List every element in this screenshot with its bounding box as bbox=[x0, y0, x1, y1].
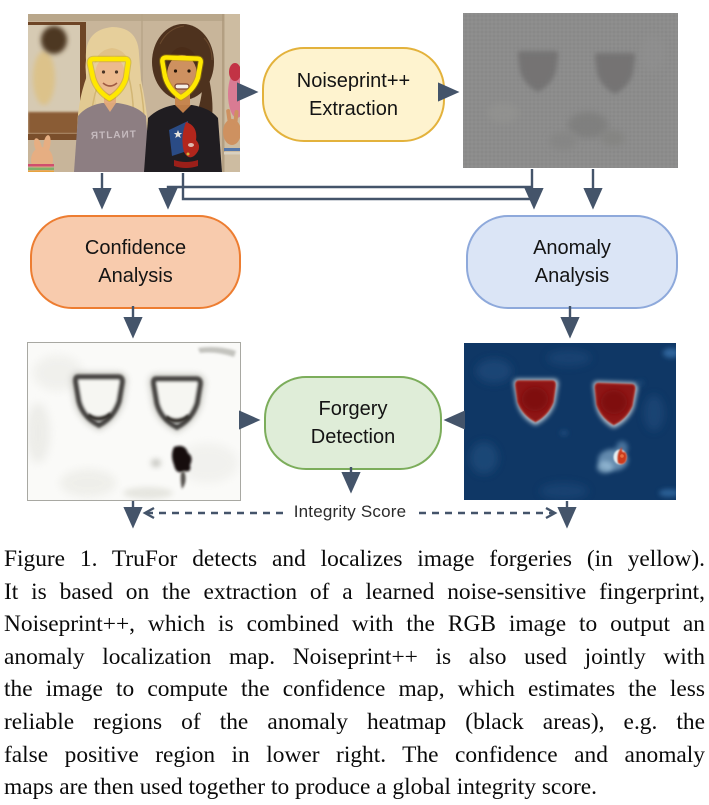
shirt-text: ЯTLAИT bbox=[91, 129, 137, 142]
false-positive-blob bbox=[597, 441, 628, 473]
right-hand bbox=[223, 119, 240, 145]
figure-caption: Figure 1. TruFor detects and localizes i… bbox=[4, 543, 705, 804]
confidence-ring-right bbox=[148, 373, 206, 434]
caption-line: false positive region in lower right. Th… bbox=[4, 741, 705, 768]
node-forgery-detection: Forgery Detection bbox=[264, 376, 442, 470]
node-label-line1: Anomaly bbox=[533, 237, 611, 259]
forgery-outline-left bbox=[86, 55, 132, 102]
integrity-score-label: Integrity Score bbox=[293, 502, 407, 521]
anomaly-blob-right bbox=[593, 381, 638, 429]
noise-face-blob-right bbox=[594, 53, 636, 94]
black-blob bbox=[151, 445, 192, 489]
arrow-photo-to-anomaly bbox=[181, 173, 544, 210]
node-anomaly-analysis: Anomaly Analysis bbox=[466, 215, 678, 309]
anomaly-map bbox=[464, 343, 676, 500]
node-label-line1: Confidence bbox=[84, 237, 187, 259]
node-confidence-analysis: Confidence Analysis bbox=[30, 215, 241, 309]
anomaly-blob-left bbox=[513, 379, 559, 425]
caption-line: maps are then used together to produce a… bbox=[4, 774, 598, 801]
left-woman: ЯTLAИT bbox=[28, 27, 152, 172]
noiseprint-map bbox=[463, 13, 678, 168]
forgery-outline-right bbox=[159, 54, 204, 101]
dashed-arrowhead-right bbox=[545, 506, 558, 520]
right-face bbox=[167, 55, 197, 95]
caption-line: the image to compute the confidence map,… bbox=[4, 676, 705, 703]
node-label-line1: Forgery bbox=[318, 398, 388, 420]
caption-line: It is based on the extraction of a learn… bbox=[4, 578, 705, 605]
node-label-line2: Analysis bbox=[98, 265, 173, 287]
confidence-map bbox=[26, 342, 241, 501]
node-label-line2: Analysis bbox=[534, 265, 610, 287]
left-face bbox=[95, 56, 125, 94]
confidence-ring-left bbox=[70, 371, 128, 432]
input-rgb-image: ЯTLAИT bbox=[28, 14, 240, 172]
node-label-line1: Noiseprint++ bbox=[296, 69, 411, 92]
arrow-noiseprint-to-confidence bbox=[158, 169, 534, 210]
shirt-graphic bbox=[169, 121, 200, 168]
node-label-line2: Extraction bbox=[309, 97, 398, 120]
caption-line: reliable regions of the anomaly heatmap … bbox=[4, 708, 705, 735]
top-right-streak bbox=[198, 347, 236, 357]
caption-line: Noiseprint++, which is combined with the… bbox=[4, 611, 705, 638]
node-noiseprint-extraction: Noiseprint++ Extraction bbox=[262, 47, 445, 142]
caption-line: Figure 1. TruFor detects and localizes i… bbox=[4, 546, 705, 572]
dashed-arrowhead-left bbox=[142, 506, 155, 520]
mirror bbox=[28, 22, 86, 140]
flow-arrows bbox=[92, 82, 603, 529]
node-label-line2: Detection bbox=[310, 426, 396, 448]
pink-object bbox=[228, 70, 240, 118]
gray-shirt bbox=[74, 103, 150, 172]
caption-line: anomaly localization map. Noiseprint++ i… bbox=[4, 643, 705, 670]
noise-face-blob-left bbox=[517, 51, 559, 92]
